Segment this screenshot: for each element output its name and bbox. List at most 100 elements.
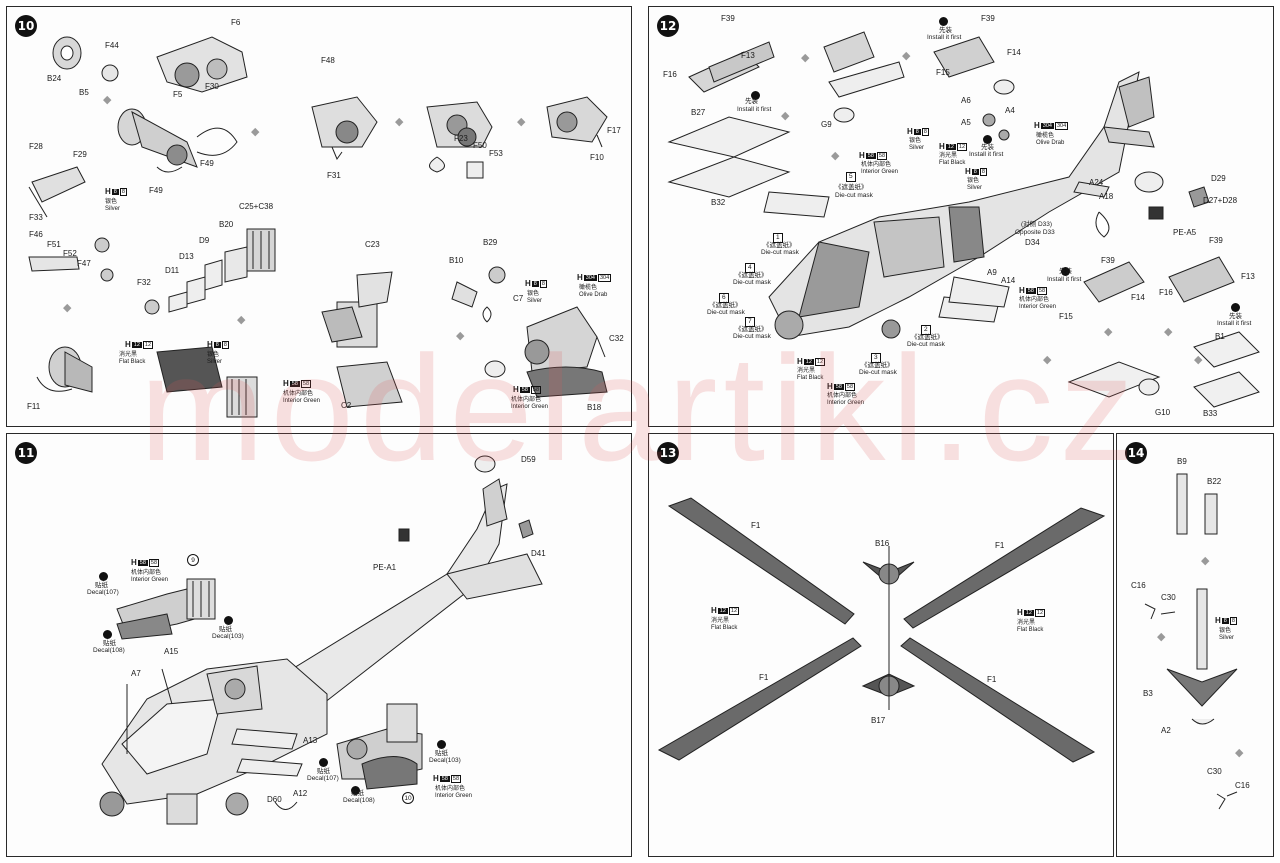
- install-first-icon: [1231, 303, 1240, 312]
- part-label: F15: [1059, 312, 1073, 321]
- arrow-icon: ◆: [801, 52, 810, 64]
- part-label: A15: [164, 647, 179, 656]
- part-label: C25+C38: [239, 202, 274, 211]
- part-label: F39: [1101, 256, 1115, 265]
- part-label: D34: [1025, 238, 1040, 247]
- subassembly-number: 9: [187, 554, 199, 566]
- arrow-icon: ◆: [781, 110, 790, 122]
- part-label: D60: [267, 795, 282, 804]
- mask-note: Die-cut mask: [835, 192, 873, 199]
- part-label: B17: [871, 716, 886, 725]
- part-label: F50: [473, 141, 487, 150]
- part-label: PE-A5: [1173, 228, 1197, 237]
- step-14-illustration: [1144, 473, 1238, 810]
- part-label: F5: [173, 90, 183, 99]
- part-label: B32: [711, 198, 726, 207]
- part-label: F49: [149, 186, 163, 195]
- arrow-icon: ◆: [517, 116, 526, 128]
- part-label: B5: [79, 88, 89, 97]
- decal-label: Decal(107): [307, 775, 339, 782]
- arrow-icon: ◆: [902, 50, 911, 62]
- mask-note: 《遮盖纸》: [835, 184, 868, 191]
- part-label: F14: [1007, 48, 1021, 57]
- arrow-icon: ◆: [456, 330, 465, 342]
- decal-note: 贴纸: [219, 626, 232, 633]
- part-label: F53: [489, 149, 503, 158]
- mask-note: Die-cut mask: [707, 309, 745, 316]
- decal-label: Decal(103): [212, 633, 244, 640]
- part-label: F1: [987, 675, 997, 684]
- part-label: A6: [961, 96, 971, 105]
- step-12-illustration: [667, 31, 1260, 408]
- mask-note: 《遮盖纸》: [735, 272, 768, 279]
- subassembly-number: 10: [402, 792, 414, 804]
- mask-note: 《遮盖纸》: [735, 326, 768, 333]
- mask-note: Die-cut mask: [761, 249, 799, 256]
- part-label: A5: [961, 118, 971, 127]
- part-label: A18: [1099, 192, 1114, 201]
- part-label: D11: [165, 266, 180, 275]
- step-10-panel: 10: [6, 6, 632, 427]
- part-label: B33: [1203, 409, 1218, 418]
- decal-label: Decal(103): [429, 757, 461, 764]
- install-first-note: Install it first: [1047, 276, 1082, 283]
- part-label: F1: [995, 541, 1005, 550]
- arrow-icon: ◆: [1164, 326, 1173, 338]
- part-label: F51: [47, 240, 61, 249]
- part-label: F31: [327, 171, 341, 180]
- part-label: A12: [293, 789, 308, 798]
- install-first-icon: [983, 135, 992, 144]
- decal-icon: [224, 616, 233, 625]
- part-label: B22: [1207, 477, 1222, 486]
- mask-note: 《遮盖纸》: [763, 242, 796, 249]
- mask-note: Die-cut mask: [733, 279, 771, 286]
- part-label: B24: [47, 74, 62, 83]
- part-label: F13: [1241, 272, 1255, 281]
- mask-number: 7: [745, 317, 755, 327]
- part-label: B1: [1215, 332, 1225, 341]
- install-first-note: 先装: [939, 27, 952, 34]
- part-label: G9: [821, 120, 832, 129]
- part-label: B3: [1143, 689, 1153, 698]
- opposite-note: Opposite D33: [1015, 229, 1055, 236]
- part-label: F52: [63, 249, 77, 258]
- part-label: F15: [936, 68, 950, 77]
- mask-number: 5: [846, 172, 856, 182]
- mask-note: 《遮盖纸》: [911, 334, 944, 341]
- part-label: F1: [759, 673, 769, 682]
- install-first-note: 先装: [1059, 268, 1072, 275]
- part-label: F6: [231, 18, 241, 27]
- part-label: F28: [29, 142, 43, 151]
- part-label: A4: [1005, 106, 1015, 115]
- install-first-note: Install it first: [927, 34, 962, 41]
- part-label: F48: [321, 56, 335, 65]
- arrow-icon: ◆: [1043, 354, 1052, 366]
- part-label: D41: [531, 549, 546, 558]
- arrow-icon: ◆: [1194, 354, 1203, 366]
- arrow-icon: ◆: [831, 150, 840, 162]
- part-label: G10: [1155, 408, 1171, 417]
- opposite-note: (对侧 D33): [1021, 221, 1053, 228]
- arrow-icon: ◆: [1104, 326, 1113, 338]
- part-label: D59: [521, 455, 536, 464]
- part-label: C32: [609, 334, 624, 343]
- part-label: A7: [131, 669, 141, 678]
- arrow-icon: ◆: [103, 94, 112, 106]
- arrow-icon: ◆: [1157, 631, 1166, 643]
- step-number-badge: 11: [15, 442, 37, 464]
